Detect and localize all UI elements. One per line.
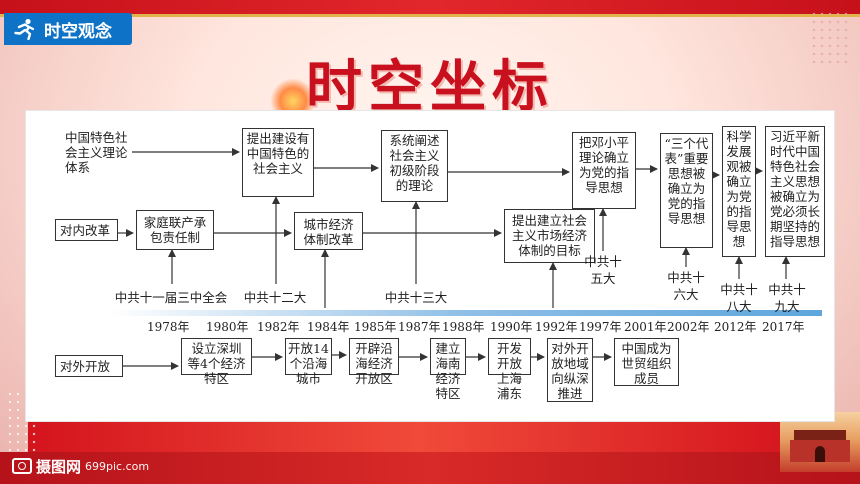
diagram-connectors bbox=[110, 148, 822, 370]
category-theory: 中国特色社会主义理论体系 bbox=[65, 130, 132, 180]
opening-node: 开辟沿海经济开放区 bbox=[349, 338, 399, 386]
decorative-dots bbox=[810, 10, 850, 66]
watermark-brand: 摄图网 bbox=[36, 457, 82, 476]
opening-node: 开放14个沿海城市 bbox=[285, 338, 332, 386]
meeting-label: 中共十六大 bbox=[667, 270, 705, 302]
section-badge-label: 时空观念 bbox=[44, 21, 112, 42]
tiananmen-picture bbox=[780, 412, 860, 472]
meeting-label: 中共十二大 bbox=[243, 290, 307, 305]
timeline-diagram: 中国特色社会主义理论体系 对内改革 对外开放 提出建设有中国特色的社会主义 系统… bbox=[26, 111, 834, 421]
section-badge: 时空观念 bbox=[4, 13, 132, 45]
category-opening-up: 对外开放 bbox=[55, 355, 123, 377]
top-border bbox=[0, 0, 860, 14]
opening-node: 对外开放地域向纵深推进 bbox=[547, 338, 593, 402]
reform-node: 城市经济体制改革 bbox=[294, 212, 363, 250]
meeting-label: 中共十三大 bbox=[384, 290, 448, 305]
theory-node: “三个代表”重要思想被确立为党的指导思想 bbox=[660, 133, 713, 248]
watermark: 摄图网 699pic.com bbox=[12, 452, 149, 480]
red-ribbon bbox=[28, 418, 808, 458]
year-label: 1992年 bbox=[535, 320, 578, 334]
year-label: 2012年 bbox=[714, 320, 757, 334]
year-label: 1982年 bbox=[257, 320, 300, 334]
year-label: 1985年 bbox=[354, 320, 397, 334]
camera-icon bbox=[12, 458, 32, 474]
opening-node: 建立海南经济特区 bbox=[430, 338, 466, 401]
theory-node: 把邓小平理论确立为党的指导思想 bbox=[572, 132, 636, 209]
category-domestic-reform: 对内改革 bbox=[55, 219, 118, 241]
year-label: 2017年 bbox=[762, 320, 805, 334]
bottom-band bbox=[0, 452, 860, 484]
theory-node: 提出建设有中国特色的社会主义 bbox=[242, 128, 314, 197]
theory-node: 系统阐述社会主义初级阶段的理论 bbox=[381, 130, 448, 202]
year-label: 1987年 bbox=[398, 320, 441, 334]
meeting-label: 中共十一届三中全会 bbox=[114, 290, 228, 305]
reform-node: 提出建立社会主义市场经济体制的目标 bbox=[504, 209, 595, 263]
meeting-label: 中共十九大 bbox=[768, 282, 806, 314]
year-label: 1997年 bbox=[579, 320, 622, 334]
year-label: 1980年 bbox=[206, 320, 249, 334]
opening-node: 设立深圳等4个经济特区 bbox=[181, 338, 252, 386]
watermark-site: 699pic.com bbox=[85, 459, 150, 473]
time-axis bbox=[110, 310, 822, 316]
runner-icon bbox=[12, 17, 38, 41]
slide-title: 时空坐标 bbox=[306, 55, 554, 120]
year-label: 2002年 bbox=[667, 320, 710, 334]
year-label: 1978年 bbox=[147, 320, 190, 334]
opening-node: 中国成为世贸组织成员 bbox=[614, 338, 679, 386]
reform-node: 家庭联产承包责任制 bbox=[136, 210, 214, 250]
year-label: 2001年 bbox=[624, 320, 667, 334]
year-label: 1988年 bbox=[442, 320, 485, 334]
top-border-gold bbox=[0, 14, 860, 17]
theory-node: 科学发展观被确立为党的指导思想 bbox=[722, 126, 756, 257]
opening-node: 开发开放上海浦东 bbox=[488, 338, 531, 401]
meeting-label: 中共十五大 bbox=[584, 254, 622, 286]
meeting-label: 中共十八大 bbox=[720, 282, 758, 314]
theory-node: 习近平新时代中国特色社会主义思想被确立为党必须长期坚持的指导思想 bbox=[765, 126, 825, 257]
year-label: 1984年 bbox=[307, 320, 350, 334]
year-label: 1990年 bbox=[490, 320, 533, 334]
